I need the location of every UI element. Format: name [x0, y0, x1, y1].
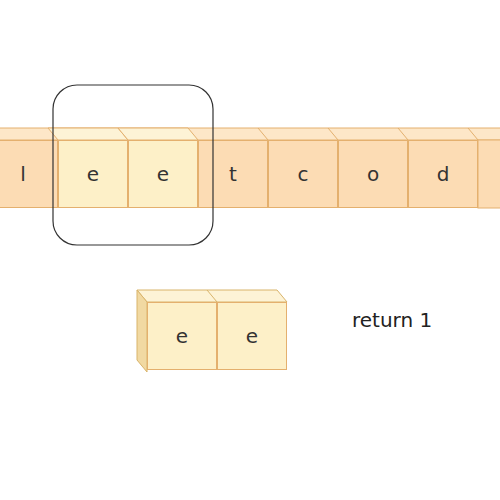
letter-box: t — [198, 140, 268, 208]
letter-box: d — [408, 140, 478, 208]
letter-text: e — [246, 324, 258, 348]
letter-box: e — [217, 302, 287, 370]
result-side-face — [137, 290, 147, 372]
top-separator — [328, 128, 338, 140]
letter-text: e — [157, 162, 169, 186]
letter-text: c — [298, 162, 309, 186]
letter-box: o — [338, 140, 408, 208]
letter-text: e — [176, 324, 188, 348]
letter-box: c — [268, 140, 338, 208]
letter-box: e — [128, 140, 198, 208]
top-separator — [258, 128, 268, 140]
partial-box — [478, 140, 500, 208]
letter-box: l — [0, 140, 58, 208]
result-top-face — [137, 290, 287, 302]
letter-box: e — [147, 302, 217, 370]
letter-text: t — [229, 162, 237, 186]
highlight-top-face — [48, 128, 128, 140]
letter-text: d — [437, 162, 450, 186]
top-separator — [398, 128, 408, 140]
strip-top-face — [0, 128, 500, 140]
top-separator — [468, 128, 478, 140]
highlight-top-face — [118, 128, 198, 140]
top-separator — [207, 290, 217, 302]
letter-box: e — [58, 140, 128, 208]
letter-text: l — [20, 162, 26, 186]
window-frame — [53, 85, 213, 245]
letter-text: o — [367, 162, 379, 186]
result-label: return 1 — [352, 308, 432, 332]
letter-text: e — [87, 162, 99, 186]
